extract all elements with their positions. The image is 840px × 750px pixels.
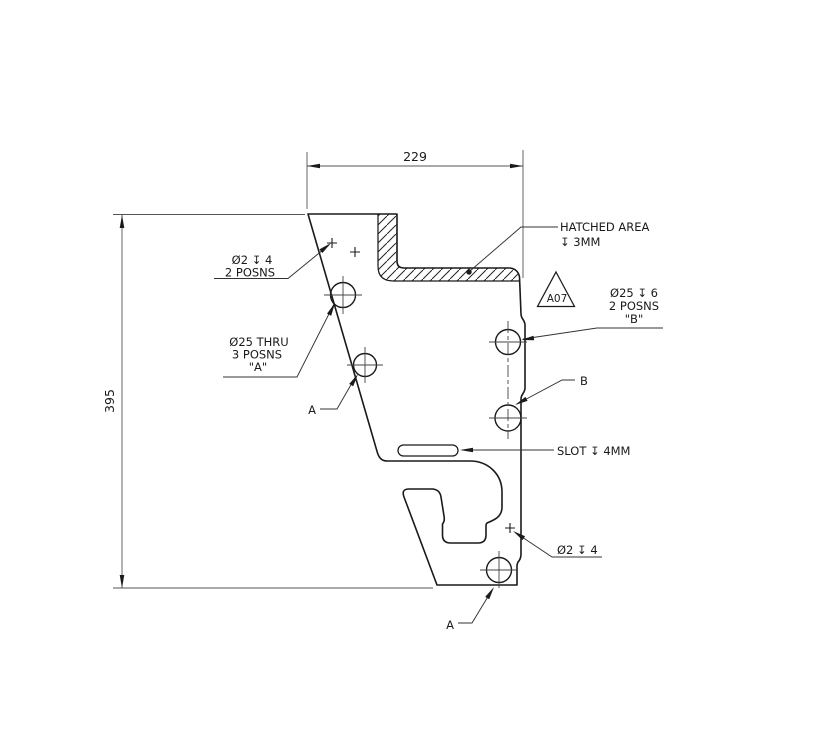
hole-centerlines [324,276,527,588]
thru-hole-leader [223,303,335,378]
small-hole-top-arrow [319,243,331,253]
callout-small-hole-top: Ø2 ↧ 4 2 POSNS [214,243,331,280]
cbore-label-3: "B" [625,312,643,326]
dimension-width-arrow-left [307,163,320,169]
revision-flag-triangle [536,270,576,308]
datum-b-leader [516,379,575,405]
holes [329,281,522,584]
small-hole-top-label-2: 2 POSNS [225,266,275,280]
hatched-area-leader-dot [466,269,472,275]
slot-cutout [397,444,459,457]
cbore-label-2: 2 POSNS [609,299,659,313]
small-hole-bottom-arrow [513,531,526,541]
datum-b-arrow [515,396,528,405]
callout-hatched-area: HATCHED AREA ↧ 3MM [466,220,650,275]
part-outline [307,213,526,586]
hatched-area-fill [378,214,520,281]
callout-thru-hole: Ø25 THRU 3 POSNS "A" [223,303,335,378]
small-hole-bottom-label: Ø2 ↧ 4 [557,543,598,557]
dimension-width-arrow-right [510,163,523,169]
dimension-width-value: 229 [403,149,427,164]
target-mark-bottom [505,523,515,533]
thru-hole-arrow [327,303,335,316]
callout-slot: SLOT ↧ 4MM [460,444,630,458]
small-hole-top-leader [214,244,330,279]
cbore-leader [522,327,663,340]
hatched-area-label-2: ↧ 3MM [560,235,600,249]
position-marks [327,238,515,533]
revision-flag-label: A07 [547,293,568,305]
dimension-width: 229 [306,149,524,278]
datum-b: B [515,374,588,405]
datum-a-bottom-label: A [446,618,454,632]
datum-a-bottom-arrow [485,587,494,600]
cbore-arrow [521,335,535,341]
datum-a-bottom-leader [458,589,493,624]
thru-hole-label-3: "A" [249,360,267,374]
datum-a-left-leader [320,375,357,410]
dimension-width-lines [306,150,524,278]
small-hole-top-label-1: Ø2 ↧ 4 [232,253,273,267]
target-mark-top-2 [350,247,360,257]
datum-a-left: A [308,374,358,417]
small-hole-bottom-leader [515,532,602,558]
slot-arrow [460,447,473,453]
datum-a-bottom: A [446,587,494,632]
datum-a-left-label: A [308,403,316,417]
dimension-height-lines [113,214,433,589]
recess-boundary-line [377,214,519,282]
callout-small-hole-bottom: Ø2 ↧ 4 [513,531,602,558]
thru-hole-label-2: 3 POSNS [232,348,282,362]
datum-b-label: B [580,374,588,388]
dimension-height-value: 395 [102,389,117,413]
datum-a-left-arrow [349,374,358,387]
cbore-label-1: Ø25 ↧ 6 [610,286,658,300]
dimension-height-arrow-bottom [119,575,125,588]
dimension-height: 395 [102,214,433,589]
slot-label: SLOT ↧ 4MM [557,444,630,458]
hatched-area-leader [469,226,558,272]
hatched-area-label-1: HATCHED AREA [560,220,650,234]
thru-hole-label-1: Ø25 THRU [229,335,288,349]
callout-cbore-hole: Ø25 ↧ 6 2 POSNS "B" [521,286,663,341]
target-mark-top-1 [327,238,337,248]
dimension-height-arrow-top [119,215,125,228]
revision-flag: A07 [536,270,576,308]
